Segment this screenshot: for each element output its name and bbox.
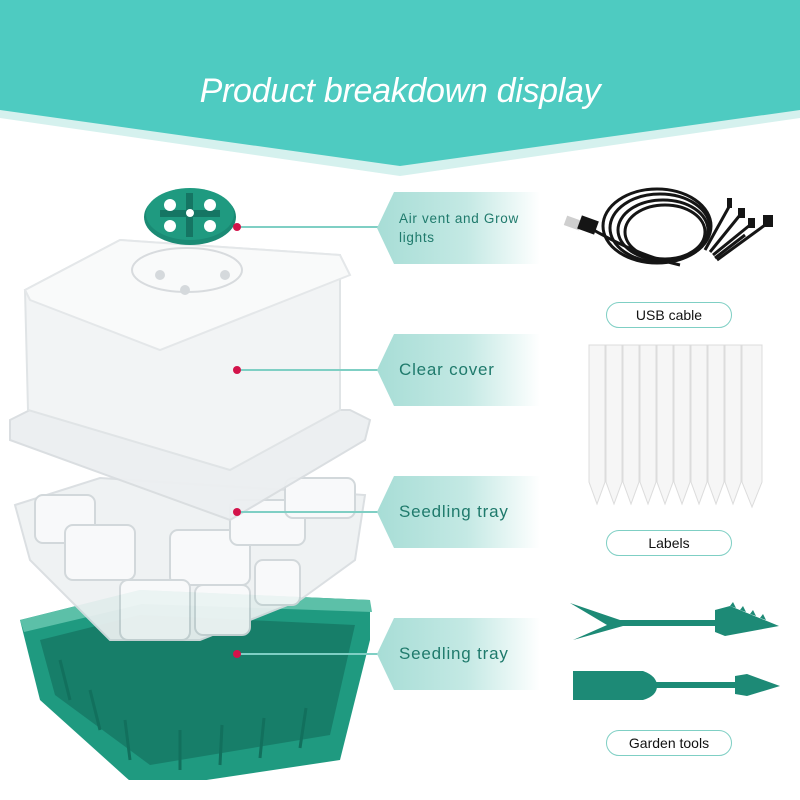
garden-tools-accessory bbox=[565, 598, 785, 713]
page-title: Product breakdown display bbox=[199, 72, 601, 110]
vent-cap bbox=[144, 188, 236, 245]
labels-label-text: Labels bbox=[648, 535, 690, 551]
garden-tools-icon bbox=[570, 602, 780, 700]
callout-line-seedling-tray-bottom bbox=[238, 653, 378, 655]
callout-dot-air-vent bbox=[233, 223, 241, 231]
plant-labels-accessory bbox=[585, 342, 775, 512]
callout-dot-seedling-tray-top bbox=[233, 508, 241, 516]
callout-line-seedling-tray-top bbox=[238, 511, 378, 513]
garden-tools-label-text: Garden tools bbox=[628, 735, 710, 751]
clear-seedling-tray bbox=[13, 476, 367, 641]
usb-cable-label-text: USB cable bbox=[635, 307, 703, 323]
callout-air-vent: Air vent and Grow lights bbox=[377, 192, 540, 264]
callout-label-seedling-tray-top: Seedling tray bbox=[399, 502, 509, 521]
callout-label-clear-cover: Clear cover bbox=[399, 360, 495, 379]
usb-cable-label: USB cable bbox=[606, 302, 732, 328]
callout-line-air-vent bbox=[238, 226, 378, 228]
callout-seedling-tray-bottom: Seedling tray bbox=[377, 618, 540, 690]
callout-dot-clear-cover bbox=[233, 366, 241, 374]
seedling-kit-image bbox=[9, 188, 372, 780]
labels-label: Labels bbox=[606, 530, 732, 556]
usb-cable-icon bbox=[563, 187, 773, 267]
callout-dot-seedling-tray-bottom bbox=[233, 650, 241, 658]
garden-tools-label: Garden tools bbox=[606, 730, 732, 756]
header-banner: Product breakdown display bbox=[0, 0, 800, 180]
callout-clear-cover: Clear cover bbox=[377, 334, 540, 406]
callout-line-clear-cover bbox=[238, 369, 378, 371]
callout-label-seedling-tray-bottom: Seedling tray bbox=[399, 644, 509, 663]
product-illustration bbox=[0, 180, 380, 780]
callout-label-air-vent: Air vent and Grow lights bbox=[399, 211, 519, 245]
clear-cover-dome bbox=[9, 238, 372, 522]
plant-labels-icon bbox=[588, 344, 763, 509]
usb-cable-accessory bbox=[555, 180, 795, 290]
banner-chevron-shape bbox=[0, 0, 800, 176]
callout-seedling-tray-top: Seedling tray bbox=[377, 476, 540, 548]
